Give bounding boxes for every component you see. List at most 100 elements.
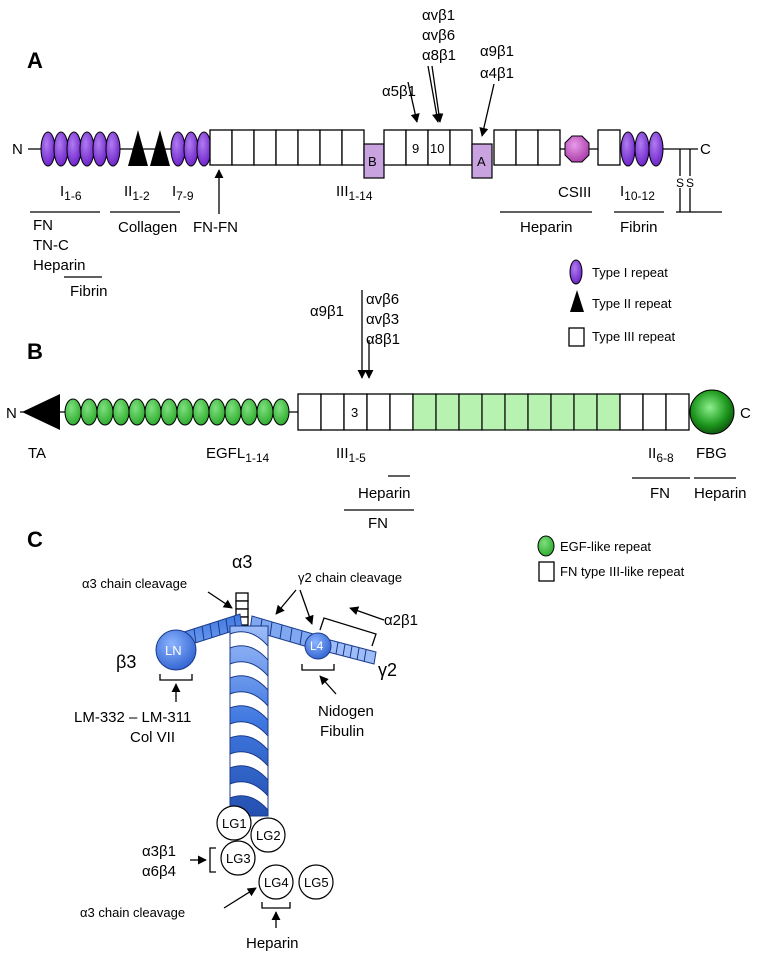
- arrow-a2b1: [349, 606, 385, 621]
- label-heparin-1: Heparin: [33, 257, 86, 274]
- fbg-domain: [689, 389, 735, 435]
- lg1-label: LG1: [222, 816, 247, 831]
- label-beta3: β3: [116, 652, 136, 672]
- label-ii12: II1-2: [124, 183, 150, 203]
- int-a8b1: α8β1: [422, 47, 456, 64]
- panel-a-c-terminus: C: [700, 141, 711, 158]
- fn-type-iii-repeats-1-5: 3: [297, 393, 414, 431]
- label-nidogen: Nidogen: [318, 703, 374, 720]
- label-i1012: I10-12: [620, 183, 655, 203]
- label-a3-cleavage-2: α3 chain cleavage: [80, 905, 185, 920]
- legend-fn3-icon: [538, 561, 555, 582]
- label-a3b1: α3β1: [142, 843, 176, 860]
- label-col7: Col VII: [130, 729, 175, 746]
- type-ii-repeats-1-2: [128, 130, 170, 166]
- ln-domain: [155, 629, 197, 671]
- arrow-g2-cleavage-1: [275, 589, 297, 615]
- box-10-label: 10: [430, 141, 444, 156]
- disulfide-bonds: S S: [675, 149, 722, 213]
- int-a8b1-b: α8β1: [366, 331, 400, 348]
- box-a-label: A: [477, 154, 486, 169]
- legend-type-iii: Type III repeat: [592, 329, 675, 344]
- type-i-repeats-1-6: [40, 131, 121, 167]
- label-a2b1: α2β1: [384, 612, 418, 629]
- legend-egf: EGF-like repeat: [560, 539, 651, 554]
- panel-c-letter: C: [27, 527, 43, 552]
- extra-domain-a: A: [471, 143, 493, 179]
- label-fibulin: Fibulin: [320, 723, 364, 740]
- type-iii-repeat-last: [597, 129, 621, 166]
- label-alpha3: α3: [232, 552, 252, 572]
- int-a4b1: α4β1: [480, 65, 514, 82]
- legend-type-i-icon: [569, 259, 583, 285]
- lg4-label: LG4: [264, 875, 289, 890]
- box-b-label: B: [368, 154, 377, 169]
- label-lm332: LM-332 – LM-311: [74, 709, 191, 726]
- l4-label: L4: [310, 639, 324, 653]
- l4-domain: [304, 632, 332, 660]
- bracket-ln: [159, 674, 193, 681]
- label-fbg: FBG: [696, 445, 727, 462]
- fn-type-iii-repeats-6-8: [619, 393, 690, 431]
- legend-type-ii: Type II repeat: [592, 296, 672, 311]
- box-9-label: 9: [412, 141, 419, 156]
- panel-a-letter: A: [27, 48, 43, 73]
- bracket-l4: [301, 664, 335, 671]
- label-a3-cleavage: α3 chain cleavage: [82, 576, 187, 591]
- label-iii: III1-14: [336, 183, 373, 203]
- ss-label-2: S: [686, 176, 694, 190]
- label-fn-b1: FN: [368, 515, 388, 532]
- arrow-lg4-cleavage: [223, 887, 257, 909]
- label-fibrin-1: Fibrin: [70, 283, 108, 300]
- coiled-coil-rod: [229, 625, 269, 817]
- bracket-lg3: [209, 847, 216, 873]
- int-a9b1-b: α9β1: [310, 303, 344, 320]
- int-avb6: αvβ6: [422, 27, 455, 44]
- panel-b-n-terminus: N: [6, 405, 17, 422]
- label-csiii: CSIII: [558, 184, 591, 201]
- label-i16: I1-6: [60, 183, 82, 203]
- bracket-lg4: [261, 902, 291, 909]
- int-avb6-b: αvβ6: [366, 291, 399, 308]
- type-i-repeats-10-12: [620, 131, 664, 167]
- label-fn-b2: FN: [650, 485, 670, 502]
- type-iii-repeats-b: 9 10: [383, 129, 473, 166]
- label-collagen: Collagen: [118, 219, 177, 236]
- label-fibrin-2: Fibrin: [620, 219, 658, 236]
- type-iii-repeats-a: [209, 129, 365, 166]
- panel-b-c-terminus: C: [740, 405, 751, 422]
- legend-type-iii-icon: [568, 327, 585, 347]
- arrow-a5b1: [407, 81, 420, 123]
- label-i79: I7-9: [172, 183, 194, 203]
- int-avb1: αvβ1: [422, 7, 455, 24]
- int-a5b1: α5β1: [382, 83, 416, 100]
- label-egfl: EGFL1-14: [206, 445, 270, 465]
- label-heparin-2: Heparin: [520, 219, 573, 236]
- ss-label-1: S: [676, 176, 684, 190]
- int-a9b1-a: α9β1: [480, 43, 514, 60]
- label-heparin-c: Heparin: [246, 935, 299, 952]
- legend-type-i: Type I repeat: [592, 265, 668, 280]
- label-gamma2: γ2: [378, 660, 397, 680]
- label-a6b4: α6β4: [142, 863, 176, 880]
- label-heparin-b: Heparin: [358, 485, 411, 502]
- legend-egf-icon: [537, 535, 555, 557]
- ln-label: LN: [165, 643, 182, 658]
- arrow-a9b1: [479, 83, 495, 137]
- label-tnc: TN-C: [33, 237, 69, 254]
- label-iii-1-5: III1-5: [336, 445, 366, 465]
- arrow-l4: [319, 675, 337, 695]
- legend-fn3: FN type III-like repeat: [560, 564, 685, 579]
- type-i-repeats-7-9: [170, 131, 212, 167]
- int-avb3-b: αvβ3: [366, 311, 399, 328]
- label-heparin-b2: Heparin: [694, 485, 747, 502]
- extra-domain-b: B: [363, 143, 385, 179]
- label-fnfn: FN-FN: [193, 219, 238, 236]
- ta-triangle: [22, 394, 60, 430]
- panel-a-n-terminus: N: [12, 141, 23, 158]
- lg3-label: LG3: [226, 851, 251, 866]
- bracket-a2b1: [319, 617, 377, 647]
- lg-domains: [216, 805, 334, 900]
- lg5-label: LG5: [304, 875, 329, 890]
